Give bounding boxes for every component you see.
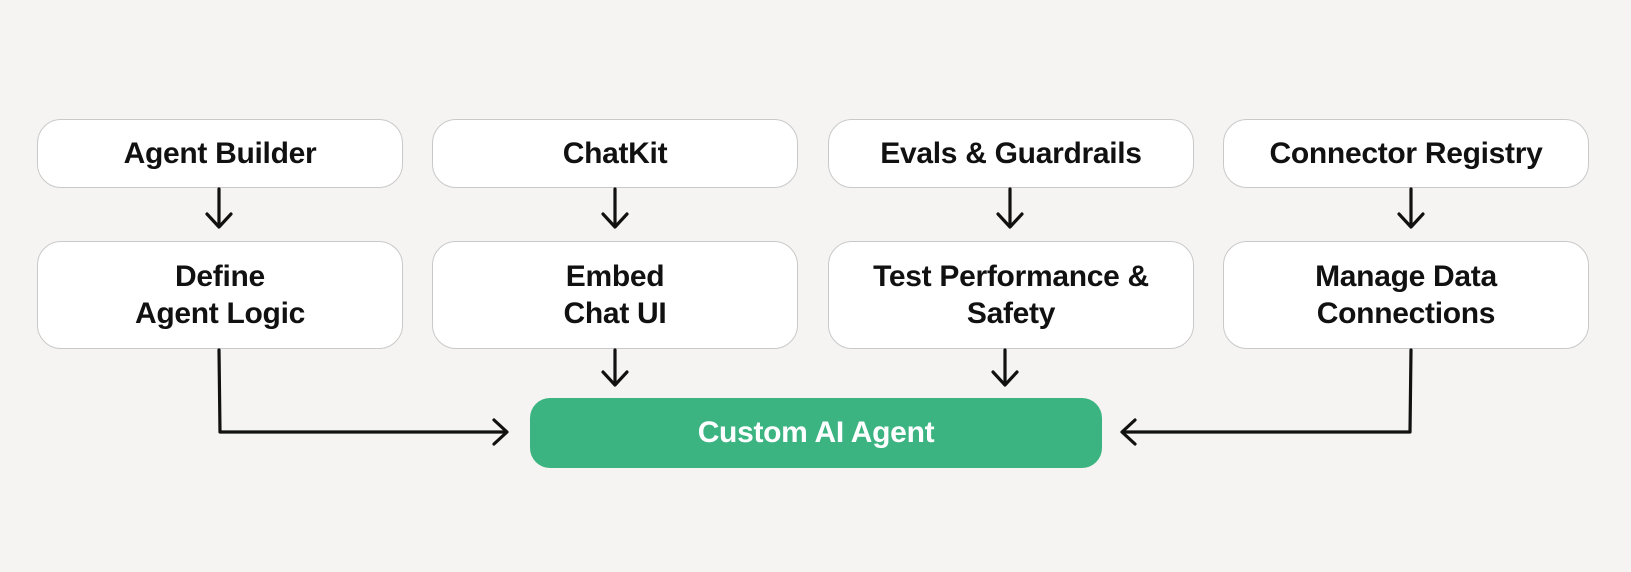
tool-label: Evals & Guardrails <box>880 137 1142 170</box>
arrow-embed-to-agent <box>601 348 629 387</box>
tool-box-evals-guardrails: Evals & Guardrails <box>828 119 1194 188</box>
tool-label: ChatKit <box>562 137 668 170</box>
function-box-embed-chat-ui: Embed Chat UI <box>432 241 798 349</box>
arrow-agent-builder-to-define <box>205 187 233 229</box>
tool-box-agent-builder: Agent Builder <box>37 119 403 188</box>
function-box-manage-data-connections: Manage Data Connections <box>1223 241 1589 349</box>
arrow-test-to-agent <box>991 348 1019 387</box>
function-label: Embed Chat UI <box>563 260 667 330</box>
arrow-chatkit-to-embed <box>601 187 629 229</box>
tool-label: Connector Registry <box>1269 137 1543 170</box>
tool-box-connector-registry: Connector Registry <box>1223 119 1589 188</box>
arrow-manage-to-agent <box>1120 348 1413 446</box>
function-label: Test Performance & Safety <box>873 260 1149 330</box>
tool-label: Agent Builder <box>123 137 317 170</box>
result-box-custom-ai-agent: Custom AI Agent <box>530 398 1102 468</box>
tool-box-chatkit: ChatKit <box>432 119 798 188</box>
function-box-define-agent-logic: Define Agent Logic <box>37 241 403 349</box>
function-box-test-performance-safety: Test Performance & Safety <box>828 241 1194 349</box>
function-label: Manage Data Connections <box>1315 260 1497 330</box>
arrow-evals-to-test <box>996 187 1024 229</box>
function-label: Define Agent Logic <box>134 260 306 330</box>
result-label: Custom AI Agent <box>697 416 935 449</box>
arrow-connector-to-manage <box>1397 187 1425 229</box>
arrow-define-to-agent <box>217 348 509 446</box>
